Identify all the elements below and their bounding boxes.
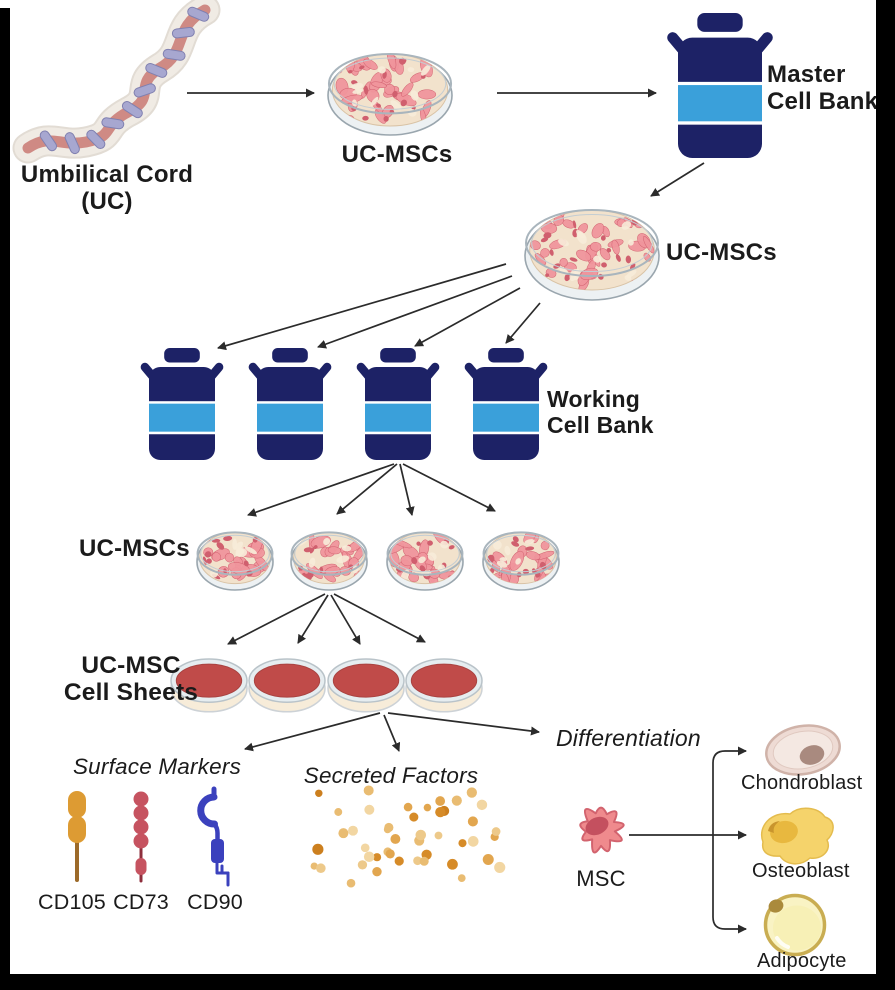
petri-dish-expansion-2 <box>290 531 368 591</box>
scan-border-right <box>876 0 895 990</box>
cryo-tank-master-cell-bank <box>667 13 773 158</box>
msc-cell-icon <box>579 806 625 854</box>
label-uc-mscs-mid: UC-MSCs <box>666 239 777 266</box>
osteoblast-icon <box>760 807 834 865</box>
cd105-receptor-icon <box>68 791 86 882</box>
label-umbilical-cord-line2: (UC) <box>81 187 133 215</box>
chondroblast-icon <box>765 724 841 776</box>
label-uc-mscs-row: UC-MSCs <box>79 535 190 562</box>
label-cell-sheets-line2: Cell Sheets <box>63 679 199 707</box>
secreted-factors-icon <box>310 785 506 888</box>
label-cd105: CD105 <box>38 890 106 914</box>
cell-sheet-dish-1 <box>170 658 248 713</box>
label-working-cell-bank: Working Cell Bank <box>547 386 654 439</box>
label-umbilical-cord: Umbilical Cord (UC) <box>20 161 194 216</box>
umbilical-cord-icon <box>12 0 221 164</box>
label-umbilical-cord-line1: Umbilical Cord <box>20 161 194 188</box>
label-working-line1: Working <box>547 386 640 412</box>
cd73-receptor-icon <box>133 791 149 883</box>
cd90-receptor-icon <box>197 786 230 887</box>
label-surface-markers: Surface Markers <box>72 754 242 779</box>
cryo-tank-working-2 <box>248 348 332 460</box>
label-working-line2: Cell Bank <box>547 411 654 438</box>
cryo-tank-working-3 <box>356 348 440 460</box>
label-uc-msc-cell-sheets: UC-MSC Cell Sheets <box>64 652 198 707</box>
label-uc-mscs-top: UC-MSCs <box>341 141 453 168</box>
cell-sheet-dish-3 <box>327 658 405 713</box>
flow-arrows <box>187 88 705 752</box>
cryo-tank-working-1 <box>140 348 224 460</box>
label-cell-sheets-line1: UC-MSC <box>81 652 181 679</box>
label-secreted-factors: Secreted Factors <box>303 763 479 788</box>
label-cd90: CD90 <box>187 890 243 914</box>
cell-sheet-dish-2 <box>248 658 326 713</box>
label-chondroblast: Chondroblast <box>741 772 863 794</box>
scan-border-left <box>0 8 10 990</box>
petri-dish-expansion-4 <box>482 531 560 591</box>
label-master-line2: Cell Bank <box>767 87 879 115</box>
petri-dish-expansion-1 <box>196 531 274 591</box>
label-master-line1: Master <box>767 61 846 88</box>
label-cd73: CD73 <box>113 890 169 914</box>
label-differentiation: Differentiation <box>556 725 701 751</box>
differentiation-branch-lines <box>629 746 747 934</box>
adipocyte-icon <box>763 893 827 957</box>
scan-border-bottom <box>0 974 895 990</box>
label-msc: MSC <box>576 866 626 891</box>
label-adipocyte: Adipocyte <box>757 950 847 972</box>
petri-dish-uc-mscs-top <box>327 52 453 136</box>
cell-sheet-dish-4 <box>405 658 483 713</box>
label-osteoblast: Osteoblast <box>752 860 850 882</box>
cryo-tank-working-4 <box>464 348 548 460</box>
petri-dish-expansion-3 <box>386 531 464 591</box>
petri-dish-uc-mscs-mid <box>524 209 660 301</box>
label-master-cell-bank: Master Cell Bank <box>767 61 879 116</box>
